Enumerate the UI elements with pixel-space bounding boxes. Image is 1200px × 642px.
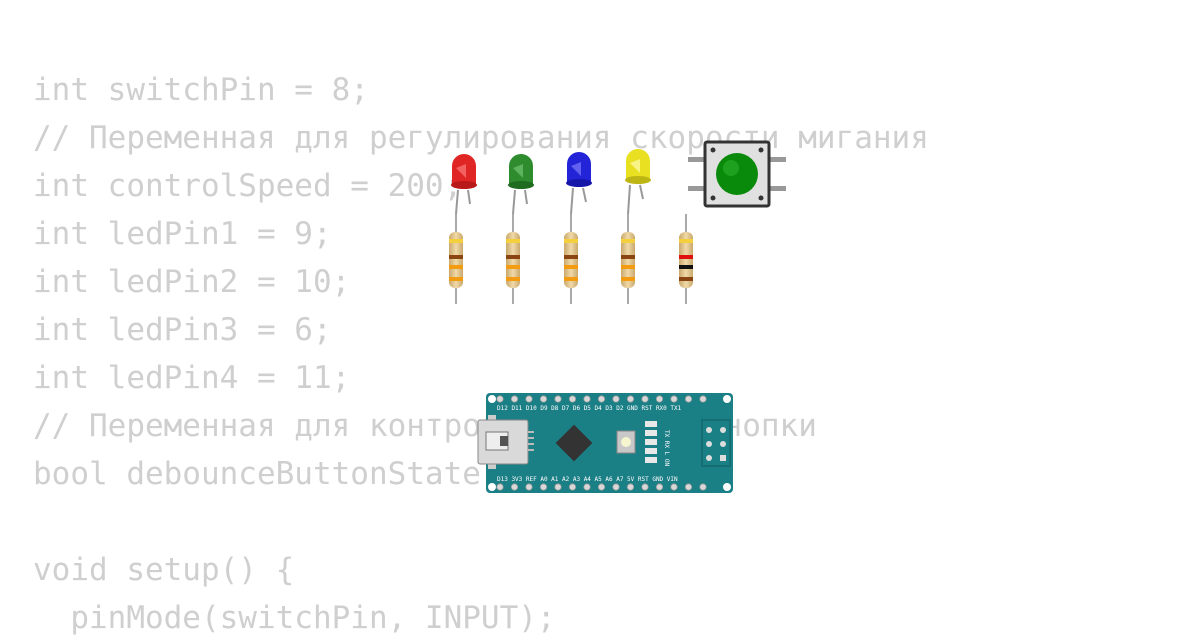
board-pin[interactable]: [539, 483, 548, 491]
led-red[interactable]: [451, 154, 477, 215]
resistor[interactable]: [564, 214, 578, 304]
resistor[interactable]: [679, 214, 693, 304]
board-pin[interactable]: [597, 395, 606, 403]
board-pin[interactable]: [612, 395, 620, 403]
board-pin[interactable]: [539, 395, 548, 403]
code-line: int ledPin1 = 9;: [33, 216, 332, 252]
board-pin[interactable]: [597, 483, 606, 491]
resistor[interactable]: [449, 214, 463, 304]
reset-button[interactable]: [616, 430, 636, 454]
push-button[interactable]: [688, 140, 786, 208]
wire[interactable]: [513, 304, 592, 398]
board-pin[interactable]: [684, 395, 693, 403]
board-top-pins: [496, 395, 707, 403]
board-pin[interactable]: [554, 395, 562, 403]
board-bottom-pin-labels: D13 3V3 REF A0 A1 A2 A3 A4 A5 A6 A7 5V R…: [497, 476, 678, 483]
code-line: int controlSpeed = 200;: [33, 168, 463, 204]
board-pin[interactable]: [684, 483, 693, 491]
board-pin[interactable]: [554, 483, 562, 491]
board-pin[interactable]: [626, 395, 635, 403]
board-pin[interactable]: [641, 395, 649, 403]
led-yellow[interactable]: [625, 149, 651, 215]
board-pin[interactable]: [670, 395, 678, 403]
board-side-labels: TX RX L ON: [663, 430, 670, 467]
resistor[interactable]: [506, 214, 520, 304]
board-pin[interactable]: [496, 395, 504, 403]
board-pin[interactable]: [568, 483, 577, 491]
board-pin[interactable]: [655, 483, 664, 491]
wire[interactable]: [456, 304, 520, 398]
board-pin[interactable]: [699, 483, 707, 491]
board-pin[interactable]: [655, 395, 664, 403]
board-top-pin-labels: D12 D11 D10 D9 D8 D7 D6 D5 D4 D3 D2 GND …: [497, 405, 682, 412]
board-pin[interactable]: [510, 395, 519, 403]
code-line: int ledPin3 = 6;: [33, 312, 332, 348]
board-pin[interactable]: [583, 483, 591, 491]
board-pin[interactable]: [510, 483, 519, 491]
board-pin[interactable]: [568, 395, 577, 403]
board-pin[interactable]: [670, 483, 678, 491]
wire[interactable]: [586, 118, 810, 424]
board-pin[interactable]: [525, 483, 533, 491]
wire[interactable]: [536, 304, 571, 398]
code-line: int ledPin2 = 10;: [33, 264, 351, 300]
code-line: void setup() {: [33, 552, 295, 588]
microcontroller-chip: [555, 424, 593, 462]
wire[interactable]: [550, 304, 628, 398]
icsp-header: [701, 419, 731, 467]
led-blue[interactable]: [566, 152, 592, 215]
arduino-nano-board[interactable]: D12 D11 D10 D9 D8 D7 D6 D5 D4 D3 D2 GND …: [477, 393, 733, 493]
led-green[interactable]: [508, 154, 534, 215]
button-cap[interactable]: [716, 153, 758, 195]
indicator-leds: [645, 421, 657, 463]
board-pin[interactable]: [612, 483, 620, 491]
board-pin[interactable]: [496, 483, 504, 491]
board-pin[interactable]: [525, 395, 533, 403]
usb-port: [477, 415, 534, 469]
wire[interactable]: [564, 304, 686, 398]
board-pin[interactable]: [641, 483, 649, 491]
board-pin[interactable]: [583, 395, 591, 403]
code-line: int switchPin = 8;: [33, 72, 369, 108]
resistor[interactable]: [621, 214, 635, 304]
board-pin[interactable]: [626, 483, 635, 491]
code-line: int ledPin4 = 11;: [33, 360, 351, 396]
board-pin[interactable]: [699, 395, 707, 403]
board-bottom-pins: [496, 483, 707, 491]
wire[interactable]: [470, 88, 816, 427]
